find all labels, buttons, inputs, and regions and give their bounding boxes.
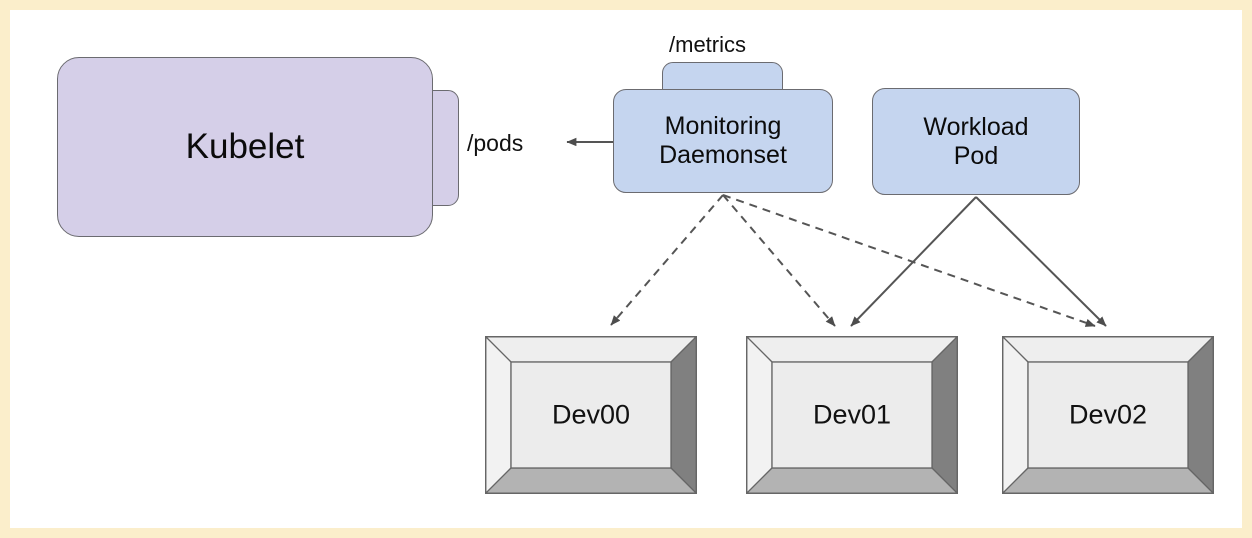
node-monitoring-daemonset-label: Monitoring Daemonset (659, 112, 787, 169)
node-dev00-label: Dev00 (551, 399, 631, 430)
edge-daemonset-to-dev02 (722, 194, 1096, 327)
dev02-frame-graphic (1002, 336, 1214, 494)
node-workload-pod[interactable]: Workload Pod (872, 88, 1080, 195)
edge-daemonset-to-dev01 (722, 194, 836, 327)
node-workload-pod-label: Workload Pod (923, 112, 1029, 170)
dev01-frame-graphic (746, 336, 958, 494)
node-kubelet[interactable]: Kubelet (57, 57, 433, 237)
node-kubelet-label: Kubelet (185, 126, 305, 166)
edge-workloadpod-to-dev01 (850, 196, 977, 327)
node-dev01[interactable]: Dev01 (746, 336, 958, 494)
edge-label-metrics: /metrics (669, 32, 746, 57)
edge-label-pods: /pods (467, 130, 524, 156)
edge-workloadpod-to-dev02 (975, 196, 1107, 327)
node-monitoring-daemonset[interactable]: Monitoring Daemonset (613, 89, 833, 193)
diagram-canvas: Kubelet /pods /metrics Monitoring Daemon… (10, 10, 1242, 528)
dev00-frame-graphic (485, 336, 697, 494)
node-dev02-label: Dev02 (1068, 399, 1148, 430)
edge-daemonset-to-dev00 (610, 194, 724, 326)
node-dev00[interactable]: Dev00 (485, 336, 697, 494)
node-dev01-label: Dev01 (812, 399, 892, 430)
node-dev02[interactable]: Dev02 (1002, 336, 1214, 494)
